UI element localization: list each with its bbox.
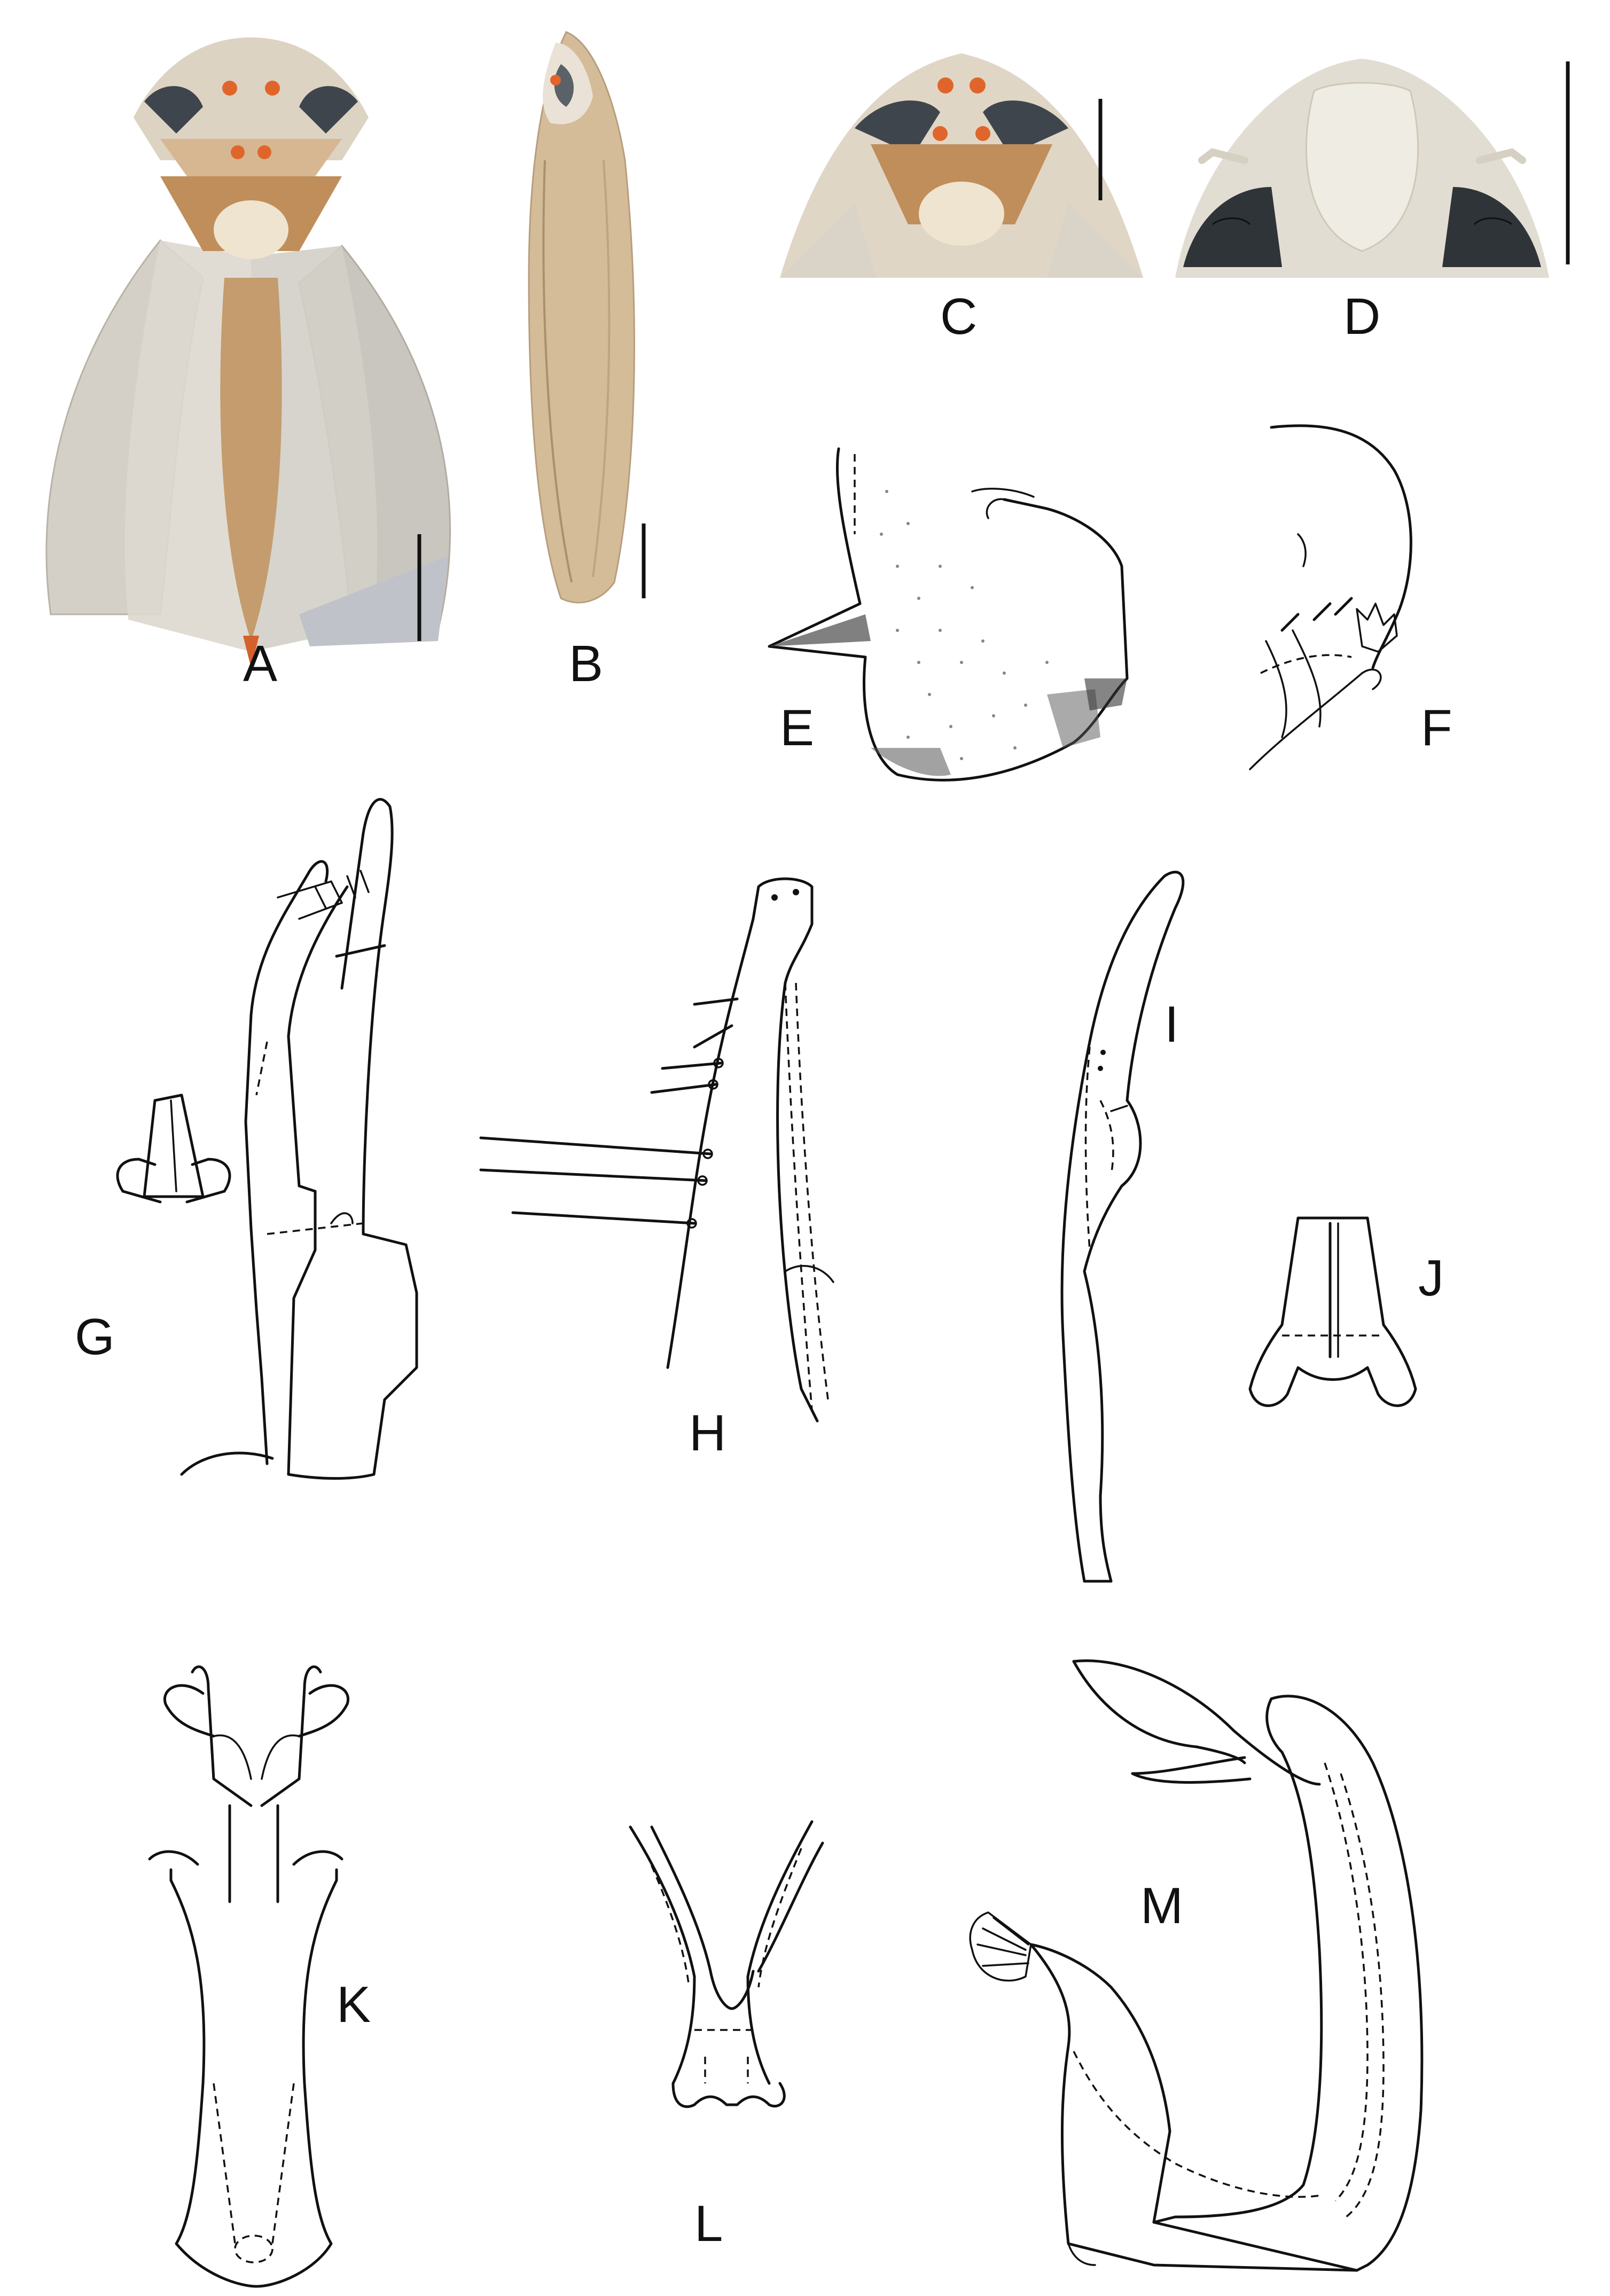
- panel-i-drawing: [1060, 871, 1185, 1583]
- panel-l-drawing: [629, 1820, 824, 2108]
- panel-i-label: I: [1164, 996, 1179, 1053]
- panel-m-label: M: [1140, 1877, 1183, 1934]
- panel-a-label: A: [243, 635, 277, 692]
- panel-f-label: F: [1421, 699, 1452, 756]
- panel-g-label: G: [75, 1308, 115, 1365]
- panel-f-drawing: [1249, 424, 1412, 770]
- panel-g-drawing: [116, 798, 418, 1480]
- panel-b-label: B: [569, 635, 603, 692]
- panel-e-drawing: [768, 447, 1129, 782]
- panel-d-photo: [1175, 59, 1549, 278]
- panel-c-label: C: [940, 288, 977, 345]
- panel-d-label: D: [1343, 288, 1380, 345]
- panel-a-photo: [45, 37, 451, 668]
- panel-l-label: L: [694, 2195, 723, 2252]
- panel-h-label: H: [689, 1404, 726, 1462]
- panel-c-photo: [780, 53, 1143, 278]
- panel-j-drawing: [1248, 1216, 1417, 1407]
- panel-j-label: J: [1418, 1249, 1444, 1307]
- panel-m-drawing: [969, 1659, 1424, 2272]
- panel-k-drawing: [148, 1665, 349, 2288]
- panel-h-drawing: [479, 877, 834, 1423]
- panel-e-label: E: [780, 699, 814, 756]
- panel-b-photo: [528, 31, 635, 604]
- panel-k-label: K: [337, 1976, 371, 2033]
